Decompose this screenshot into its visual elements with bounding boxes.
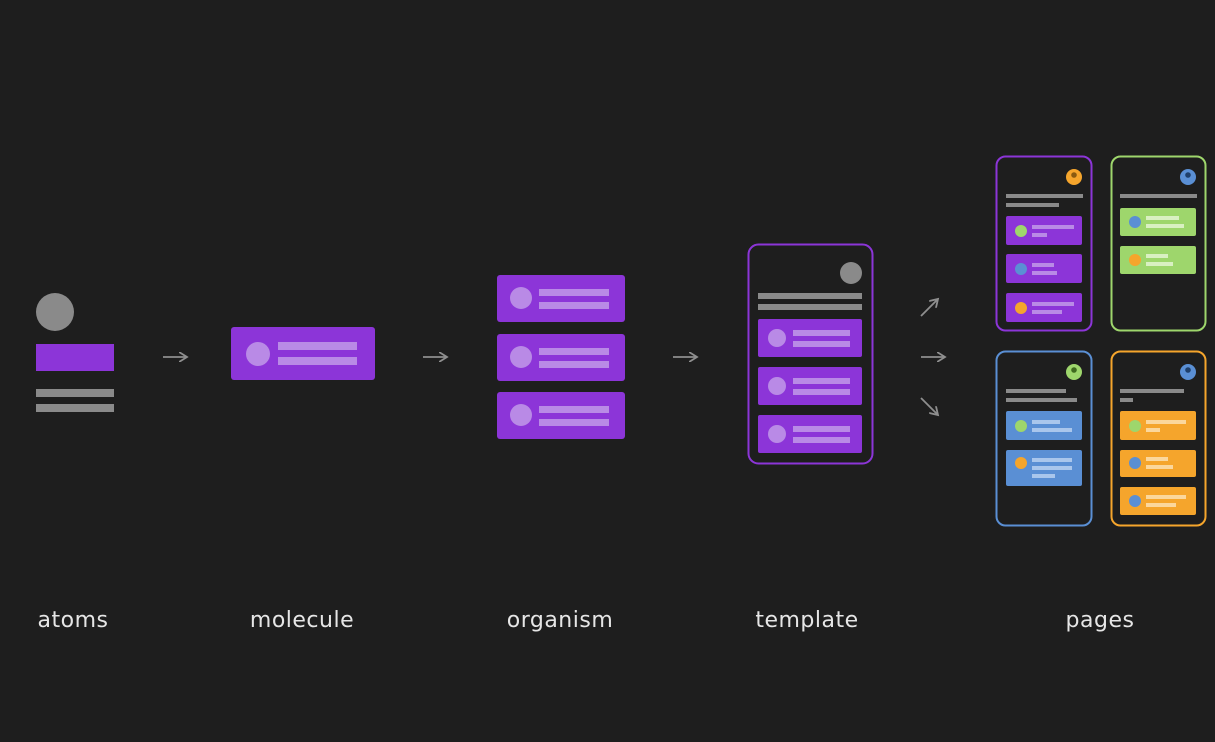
atoms-group — [36, 293, 114, 412]
organism-card — [497, 275, 625, 322]
organism-card — [497, 334, 625, 381]
template-card — [758, 367, 862, 405]
avatar-icon — [1015, 225, 1027, 237]
page-phone-purple — [995, 155, 1093, 332]
page-card — [1120, 411, 1196, 440]
page-phone-green — [1110, 155, 1207, 332]
stage-label-molecule: molecule — [249, 608, 355, 633]
stage-label-template: template — [755, 608, 859, 633]
organism-card — [497, 392, 625, 439]
avatar-icon — [1015, 457, 1027, 469]
page-phone-orange — [1110, 350, 1207, 527]
page-card — [1120, 450, 1196, 477]
template-phone — [747, 243, 874, 465]
page-phone-blue — [995, 350, 1093, 527]
page-card — [1006, 254, 1082, 283]
arrow-template-to-pages-down — [920, 397, 938, 415]
page-card — [1120, 487, 1196, 515]
avatar-icon — [1129, 216, 1141, 228]
page-card — [1006, 450, 1082, 486]
page-card — [1006, 411, 1082, 440]
organism-group — [497, 275, 625, 439]
avatar-icon — [1129, 254, 1141, 266]
template-card — [758, 415, 862, 453]
template-avatar — [840, 262, 862, 284]
stage-label-organism: organism — [506, 608, 614, 633]
avatar-icon — [1015, 263, 1027, 275]
atom-line — [36, 389, 114, 397]
page-card — [1006, 293, 1082, 322]
avatar-icon — [1129, 457, 1141, 469]
avatar-icon — [1129, 420, 1141, 432]
molecule-card — [231, 327, 375, 380]
stage-label-pages: pages — [1065, 608, 1135, 633]
atom-line — [36, 404, 114, 412]
atom-circle — [36, 293, 74, 331]
template-card — [758, 319, 862, 357]
avatar-icon — [1015, 420, 1027, 432]
arrow-template-to-pages-up — [920, 299, 938, 317]
atom-rectangle — [36, 344, 114, 371]
avatar-icon — [1129, 495, 1141, 507]
page-card — [1120, 246, 1196, 274]
page-card — [1120, 208, 1196, 236]
page-card — [1006, 216, 1082, 245]
avatar-icon — [1015, 302, 1027, 314]
stage-label-atoms: atoms — [37, 608, 109, 633]
molecule-avatar — [246, 342, 270, 366]
